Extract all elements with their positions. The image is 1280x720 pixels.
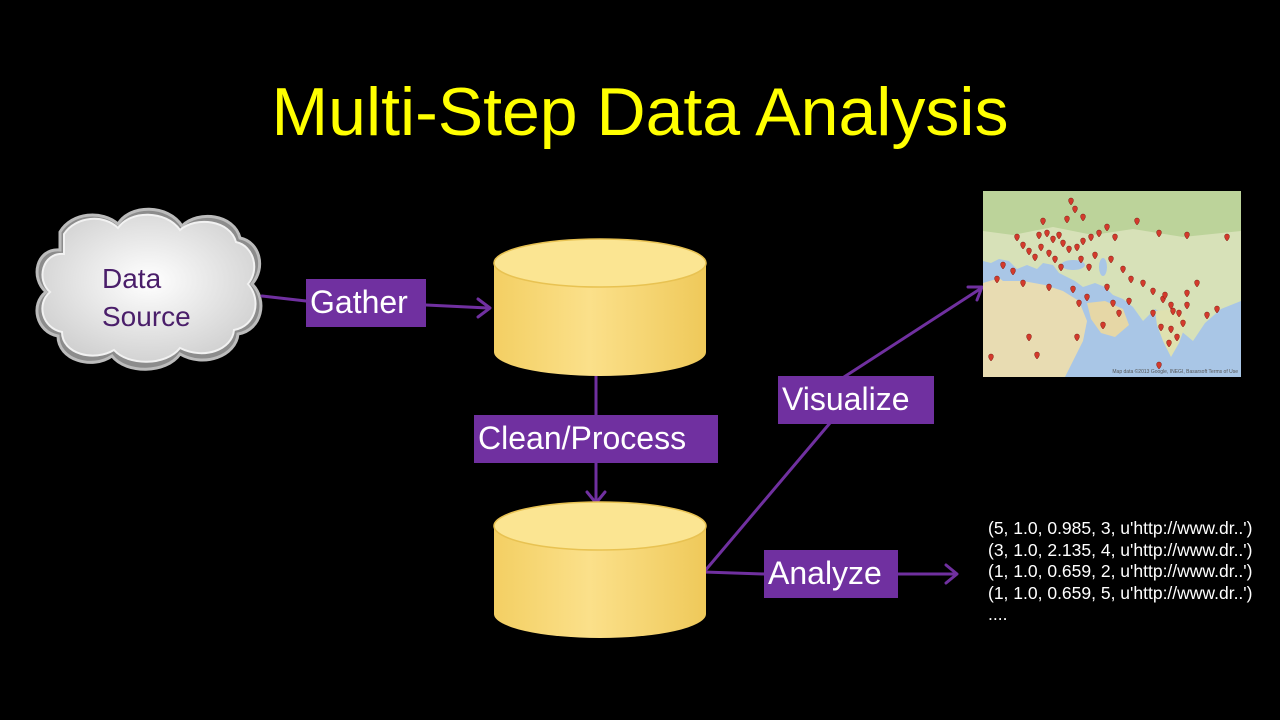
visualize-step-label: Visualize [778, 376, 934, 424]
map-pin-icon [1046, 249, 1052, 258]
map-pin-icon [1066, 245, 1072, 254]
map-pin-icon [1168, 301, 1174, 310]
map-pin-icon [1084, 293, 1090, 302]
map-pin-icon [1074, 243, 1080, 252]
map-pin-icon [1128, 275, 1134, 284]
map-credit: Map data ©2013 Google, INEGI, Basarsoft … [1112, 369, 1238, 375]
arrow-db-to-analyze [702, 570, 766, 576]
map-pin-icon [1180, 319, 1186, 328]
map-pin-icon [1120, 265, 1126, 274]
map-pin-icon [1058, 263, 1064, 272]
map-pin-icon [1000, 261, 1006, 270]
raw-data-database [493, 238, 707, 376]
map-pin-icon [1068, 197, 1074, 206]
map-pin-icon [1020, 279, 1026, 288]
map-pin-icon [1020, 241, 1026, 250]
map-pin-icon [1166, 339, 1172, 348]
arrow-gather-to-db [424, 303, 490, 310]
map-pin-icon [1140, 279, 1146, 288]
arrow-visualize-to-map [842, 287, 982, 379]
map-pin-icon [994, 275, 1000, 284]
map-pin-icon [1176, 309, 1182, 318]
map-pin-icon [1150, 309, 1156, 318]
map-pin-icon [1108, 255, 1114, 264]
map-pin-icon [1184, 231, 1190, 240]
map-pin-icon [1162, 291, 1168, 300]
map-pin-icon [1052, 255, 1058, 264]
analysis-results: (5, 1.0, 0.985, 3, u'http://www.dr..') (… [988, 518, 1278, 626]
map-pin-icon [1050, 235, 1056, 244]
map-pin-icon [1038, 243, 1044, 252]
map-pin-icon [1116, 309, 1122, 318]
map-pin-icon [988, 353, 994, 362]
map-pin-icon [1088, 233, 1094, 242]
map-pin-icon [1074, 333, 1080, 342]
result-row: (1, 1.0, 0.659, 5, u'http://www.dr..') [988, 582, 1253, 603]
map-pin-icon [1150, 287, 1156, 296]
arrowhead-analyze-to-results [944, 563, 959, 585]
map-pin-icon [1110, 299, 1116, 308]
map-pin-icon [1184, 301, 1190, 310]
result-row: (5, 1.0, 0.985, 3, u'http://www.dr..') [988, 518, 1253, 538]
arrowhead-gather-to-db [476, 297, 492, 319]
map-pin-icon [1072, 205, 1078, 214]
map-pin-icon [1174, 333, 1180, 342]
arrowhead-visualize-to-map [966, 285, 984, 302]
map-pin-icon [1034, 351, 1040, 360]
map-pin-icon [1214, 305, 1220, 314]
map-pin-icon [1056, 231, 1062, 240]
map-pin-icon [1064, 215, 1070, 224]
map-pin-icon [1060, 239, 1066, 248]
data-source-line-2: Source [102, 301, 191, 332]
map-pin-icon [1046, 283, 1052, 292]
map-pin-icon [1078, 255, 1084, 264]
map-pin-icon [1100, 321, 1106, 330]
map-pin-icon [1184, 289, 1190, 298]
map-pin-icon [1156, 229, 1162, 238]
map-pin-icon [1158, 323, 1164, 332]
data-source-label: Data Source [102, 260, 232, 336]
map-pin-icon [1080, 237, 1086, 246]
map-pin-icon [1096, 229, 1102, 238]
map-pin-icon [1170, 307, 1176, 316]
map-pin-icon [1086, 263, 1092, 272]
clean-process-step-label: Clean/Process [474, 415, 718, 463]
map-pin-icon [1204, 311, 1210, 320]
result-row: (1, 1.0, 0.659, 2, u'http://www.dr..') [988, 561, 1253, 581]
map-pin-icon [1040, 217, 1046, 226]
map-pin-icon [1194, 279, 1200, 288]
gather-step-label: Gather [306, 279, 426, 327]
map-pin-icon [1026, 333, 1032, 342]
result-row: (3, 1.0, 2.135, 4, u'http://www.dr..') [988, 539, 1253, 560]
map-pin-icon [1032, 253, 1038, 262]
map-pin-icon [1224, 233, 1230, 242]
map-pin-icon [1036, 231, 1042, 240]
arrow-cloud-to-gather [260, 294, 308, 303]
map-pin-icon [1014, 233, 1020, 242]
map-pin-icon [1134, 217, 1140, 226]
map-pin-icon [1092, 251, 1098, 260]
analyze-step-label: Analyze [764, 550, 898, 598]
visualization-map: Map data ©2013 Google, INEGI, Basarsoft … [983, 191, 1241, 377]
map-pin-icon [1080, 213, 1086, 222]
data-source-cloud [35, 207, 263, 371]
map-pin-icon [1044, 229, 1050, 238]
map-pin-icon [1104, 223, 1110, 232]
map-pin-icon [1010, 267, 1016, 276]
processed-data-database [493, 501, 707, 638]
map-pin-icon [1156, 361, 1162, 370]
data-source-line-1: Data [102, 263, 162, 294]
map-pin-icon [1104, 283, 1110, 292]
map-pin-icon [1076, 299, 1082, 308]
map-pin-icon [1026, 247, 1032, 256]
map-pin-icon [1070, 285, 1076, 294]
slide-title: Multi-Step Data Analysis [271, 74, 1009, 150]
map-pin-icon [1168, 325, 1174, 334]
map-pin-icon [1126, 297, 1132, 306]
arrow-db-to-visualize [702, 421, 832, 574]
result-ellipsis: .... [988, 604, 1008, 624]
map-pin-icon [1112, 233, 1118, 242]
